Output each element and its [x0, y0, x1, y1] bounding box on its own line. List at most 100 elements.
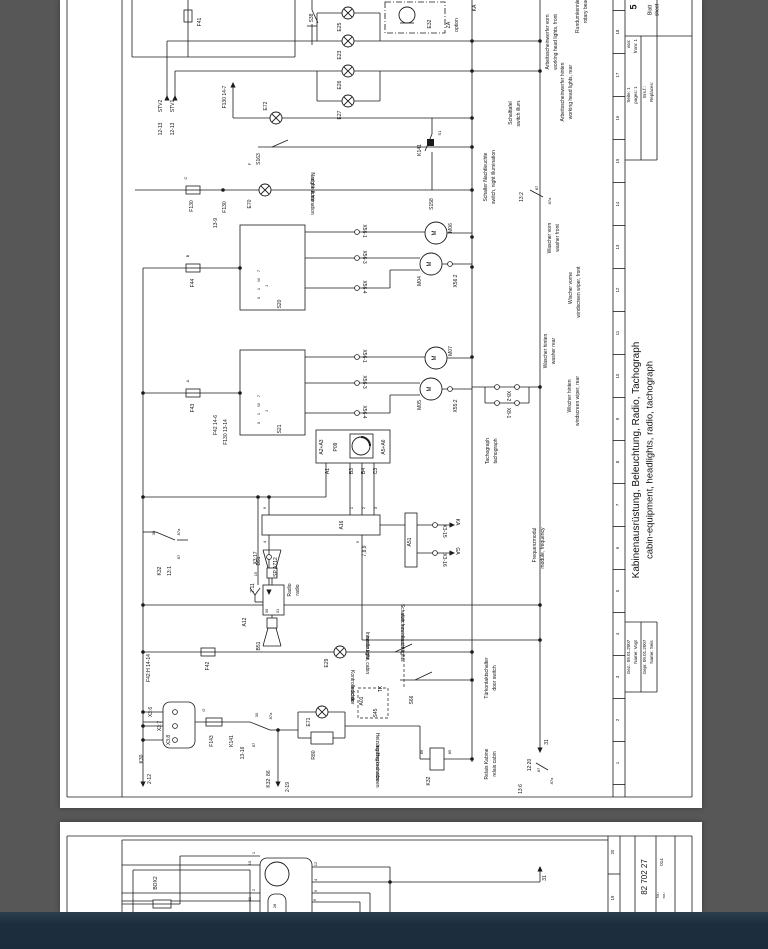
schematic-label: Innenleuchte [364, 632, 370, 661]
schematic-label: washer front [555, 224, 561, 252]
schematic-label: M06 [448, 223, 454, 233]
ruler-number: 19 [610, 895, 615, 900]
schematic-label: 28 [272, 903, 277, 908]
schematic-label: X3:8 [166, 735, 172, 746]
schematic-label: X56:2 [453, 274, 459, 287]
schematic-label: 86 [419, 749, 424, 754]
schematic-label: F41 [197, 17, 203, 26]
schematic-label: 31 [544, 739, 550, 745]
schematic-label: S158 [429, 198, 435, 210]
schematic-label: Schalter Nachtleuchte [483, 152, 489, 201]
schematic-label: S21 [277, 424, 283, 433]
schematic-label: A1 [325, 468, 331, 474]
schematic-label: 87 [251, 742, 256, 747]
schematic-label: S38 [309, 13, 315, 22]
von-label: von: [625, 39, 631, 49]
schematic-label: C3 [373, 468, 379, 475]
schematic-label: 87a [268, 712, 273, 719]
schematic-label: 31 [275, 608, 280, 613]
schematic-label: SP AZ12 [273, 557, 279, 577]
taskbar[interactable] [0, 912, 768, 949]
schematic-label: 2 [251, 888, 256, 891]
schematic-label: B [185, 254, 190, 257]
schematic-label: A12 [242, 617, 248, 626]
schematic-label: X3-16 [441, 553, 447, 567]
schematic-label: S1 [437, 130, 442, 136]
schematic-label: A01 [359, 696, 365, 705]
schematic-label: A2+A3 [319, 439, 325, 454]
schematic-label: night illumination [309, 177, 315, 214]
no-label: no.: [661, 891, 666, 899]
schematic-label: X3-15 [441, 524, 447, 538]
ruler-number: 11 [615, 330, 620, 335]
schematic-label: Türkontaktschalter [484, 657, 490, 698]
schematic-label: F [247, 162, 252, 165]
schematic-label: K141 [229, 735, 235, 747]
schematic-label: 13:2 [519, 192, 525, 202]
schematic-label: F130 14-7 [222, 85, 228, 108]
schematic-label: X56-4 [361, 280, 367, 294]
schematic-label: X8-1 [505, 408, 511, 419]
schematic-label: M05 [417, 400, 423, 410]
schematic-label: Frequenzmodul [532, 528, 538, 563]
schematic-label: 1 [251, 851, 256, 854]
schematic-label: E27 [337, 110, 343, 119]
schematic-label: P09 [333, 442, 339, 451]
pages-value: pages: 1 [632, 86, 638, 104]
ruler-number: 9 [615, 417, 620, 420]
schematic-label: X56-3 [361, 250, 367, 264]
schematic-label: 4 [313, 878, 318, 881]
schematic-label: F130 [189, 200, 195, 212]
schematic-label: 85 [447, 749, 452, 754]
schematic-label: 6 [262, 506, 267, 509]
schematic-label: S20 [277, 299, 283, 308]
revision-number: 014 [658, 858, 664, 866]
schematic-label: M [432, 356, 438, 361]
schematic-label: 1 [256, 412, 261, 415]
schematic-label: 0 [256, 421, 261, 424]
schematic-label: rotary beacon [583, 0, 589, 23]
schematic-label: 87a [176, 528, 181, 535]
schematic-label: Schalter Innenleuchte [399, 604, 405, 653]
schematic-label: M07 [448, 346, 454, 356]
ruler-number: 8 [615, 460, 620, 463]
schematic-label: heating rear screen [374, 744, 380, 787]
schematic-label: X8-2 [505, 391, 511, 402]
schematic-label: Heizung Heckscheibe [374, 733, 380, 782]
schematic-label: relais cabin [492, 751, 498, 777]
schematic-label: B51 [256, 641, 262, 650]
schematic-label: KA [454, 519, 460, 526]
schematic-label: 13-16 [240, 746, 246, 759]
schematic-label: W [256, 278, 261, 282]
schematic-label: option [454, 18, 460, 32]
schematic-label: STV2 [158, 100, 164, 113]
gepr-name: Name: Seis [648, 640, 654, 664]
schematic-label: J [264, 410, 269, 412]
schematic-label: KA [472, 4, 478, 11]
schematic-label: S163 [256, 153, 262, 165]
schematic-label: M [427, 387, 433, 392]
schematic-label: Relais Kabine [484, 748, 490, 779]
schematic-label: M [427, 262, 433, 267]
schematic-label: E29 [324, 658, 330, 667]
schematic-label: A16 [339, 520, 345, 529]
schematic-label: Schalttafel [508, 101, 514, 124]
schematic-label: E26 [337, 80, 343, 89]
ruler-number: 2 [615, 718, 620, 721]
ruler-number: 6 [615, 546, 620, 549]
schematic-label: X56-4 [361, 405, 367, 419]
schematic-label: TK [378, 685, 384, 692]
ruler-number: 18 [615, 29, 620, 34]
schematic-label: 2-12 [147, 774, 153, 784]
schematic-label: Wischer hinten [567, 379, 573, 412]
schematic-label: X55:2 [453, 399, 459, 412]
schematic-label: 7,8,9 [362, 545, 368, 556]
schematic-label: X56-3 [361, 375, 367, 389]
schematic-label: Wascher hinten [543, 334, 549, 369]
schematic-label: washer rear [551, 337, 557, 364]
schematic-label: tachograph [493, 438, 499, 463]
schematic-label: 13-9 [213, 218, 219, 228]
